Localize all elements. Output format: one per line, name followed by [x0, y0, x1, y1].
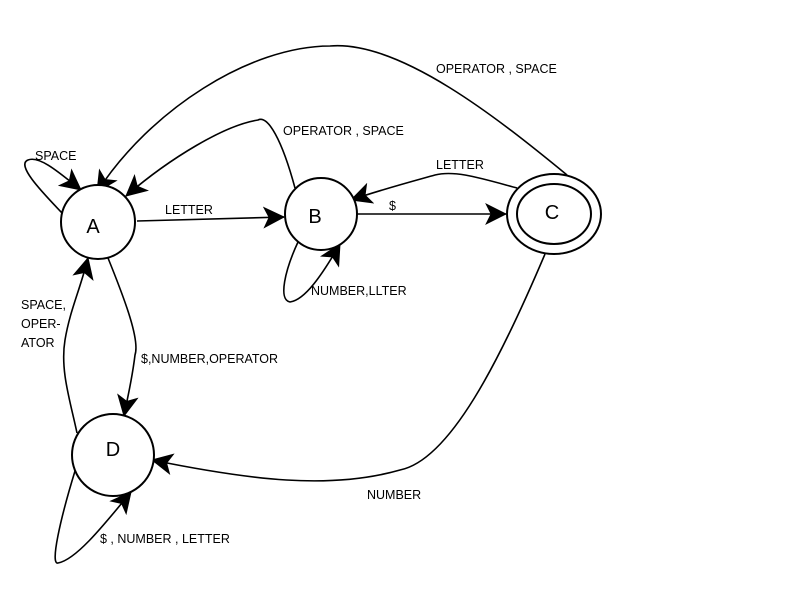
state-b-label: B	[308, 206, 321, 228]
state-c: C	[506, 173, 602, 255]
label-c-to-d: NUMBER	[367, 488, 421, 502]
edge-c-to-a	[96, 45, 568, 193]
label-d-to-a-line1: SPACE,	[21, 298, 66, 312]
state-d-label: D	[106, 439, 120, 461]
edge-c-to-b	[349, 172, 518, 204]
label-d-self: $ , NUMBER , LETTER	[100, 532, 230, 546]
label-a-self: SPACE	[35, 149, 76, 163]
label-a-to-b: LETTER	[165, 203, 213, 217]
edge-a-self-loop	[24, 158, 82, 214]
label-d-to-a-line2: OPER-	[21, 317, 61, 331]
label-d-to-a-line3: ATOR	[21, 336, 55, 350]
label-b-self: NUMBER,LLTER	[311, 284, 407, 298]
label-b-to-a: OPERATOR , SPACE	[283, 124, 404, 138]
edge-d-self-loop	[54, 470, 132, 564]
edge-b-self-loop	[283, 241, 341, 303]
states: A B C D	[60, 173, 602, 497]
label-a-to-d: $,NUMBER,OPERATOR	[141, 352, 278, 366]
edge-d-to-a	[62, 256, 94, 434]
edge-a-to-d	[107, 257, 139, 418]
state-a: A	[60, 184, 136, 260]
state-d: D	[71, 413, 155, 497]
label-c-to-a: OPERATOR , SPACE	[436, 62, 557, 76]
label-c-to-b: LETTER	[436, 158, 484, 172]
edge-a-to-b	[136, 206, 286, 229]
state-a-label: A	[86, 216, 100, 238]
edge-b-to-a	[125, 118, 296, 197]
edge-labels: SPACE LETTER OPERATOR , SPACE NUMBER,LLT…	[21, 62, 557, 546]
label-b-to-c: $	[389, 199, 396, 213]
state-b: B	[284, 177, 358, 251]
edges	[24, 45, 568, 564]
edge-c-to-d	[150, 253, 546, 482]
state-c-label: C	[545, 202, 559, 224]
